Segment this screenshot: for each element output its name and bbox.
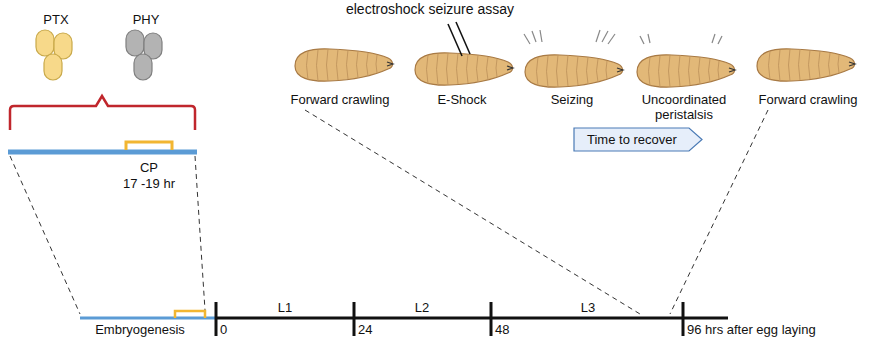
node-text: Time to recover [587,132,677,147]
ptx-pills [36,30,72,80]
phase-label: Embryogenesis [95,322,185,337]
time-label: 17 -19 hr [123,176,175,191]
embryo-bar [8,150,197,155]
stage-label: Forward crawling [759,92,858,107]
hour-label: 96 hrs after egg laying [687,322,816,337]
hour-label: 24 [358,322,372,337]
larva [637,55,735,87]
instar-label: L1 [278,300,292,315]
stage-label: E-Shock [437,92,486,107]
drug-label: PHY [133,12,160,27]
recovery-arrow: Time to recover [573,127,703,152]
larva [525,55,623,87]
zoom-line [10,156,80,314]
drug-label: PTX [43,12,68,27]
larva [757,49,855,81]
stage-label: Uncoordinated peristalsis [634,92,734,122]
phy-pills [126,30,162,80]
hour-label: 0 [220,322,227,337]
larva [295,49,393,81]
stage-label: Forward crawling [291,92,390,107]
larva [415,53,513,85]
red-bracket [10,96,195,130]
embryo-line [80,317,216,320]
seizure-marks [524,30,722,44]
hour-label: 48 [495,322,509,337]
stage-label: Seizing [551,92,594,107]
zoom-line [195,156,205,310]
chevron-outline [574,128,702,151]
instar-label: L2 [415,300,429,315]
instar-label: L3 [581,300,595,315]
cp-bracket [175,311,205,318]
timeline [216,317,728,320]
electrodes [448,22,470,56]
period-label: CP [140,160,158,175]
cp-bracket [126,142,172,150]
assay-title: electroshock seizure assay [346,2,514,17]
